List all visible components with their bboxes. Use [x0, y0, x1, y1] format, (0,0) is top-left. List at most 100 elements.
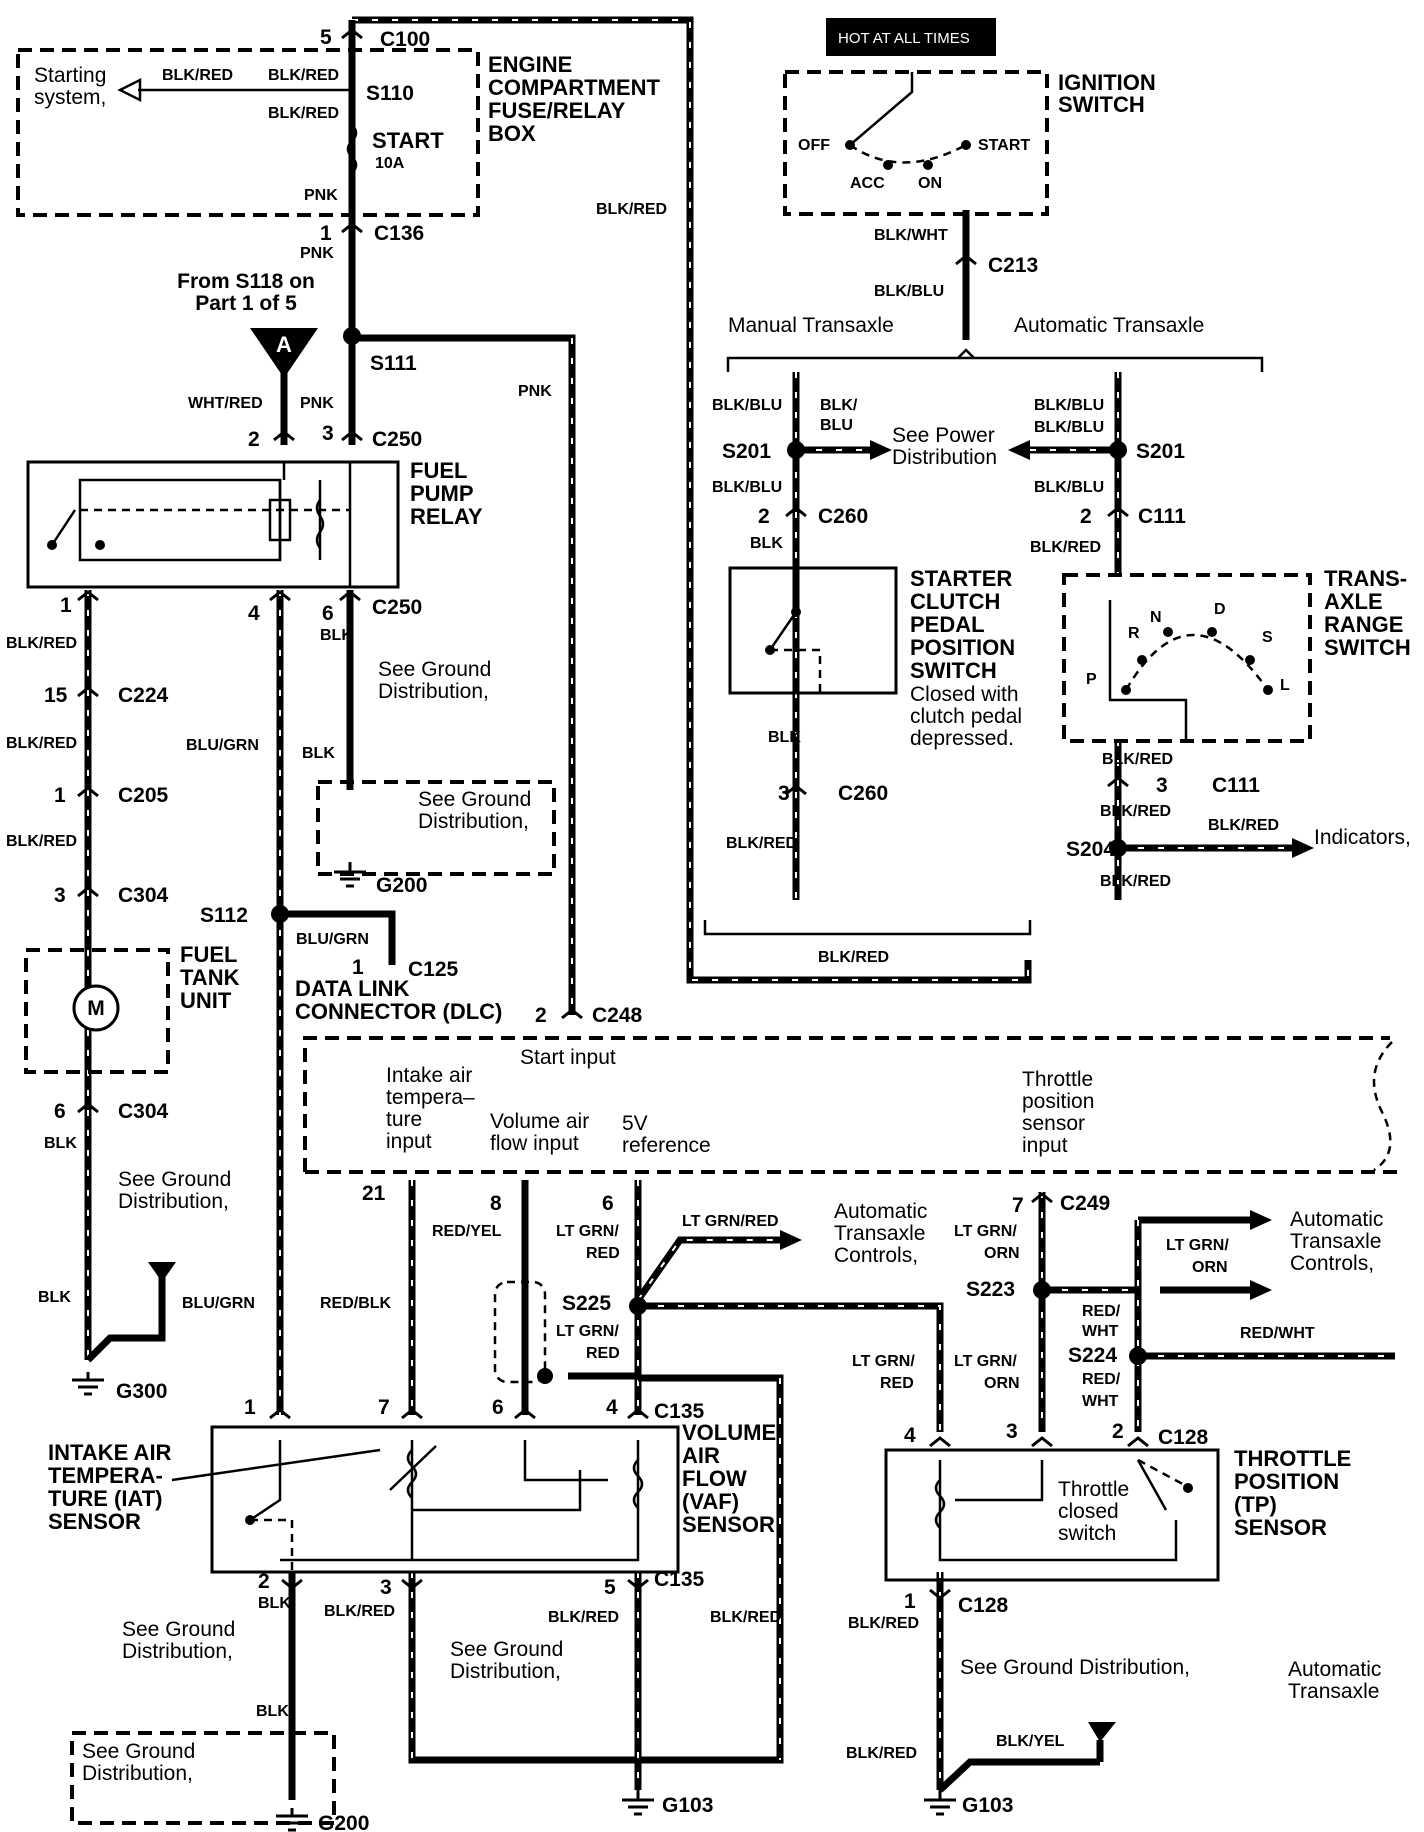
automatic-transaxle-label: Automatic Transaxle: [1014, 314, 1204, 337]
wire-label: BLK/BLU: [712, 397, 782, 414]
boxes: [16, 18, 1400, 1825]
wire-label: BLK/RED: [846, 1745, 917, 1762]
see-ground-4a: See Ground: [122, 1618, 235, 1641]
pin-c135-3: 3: [380, 1576, 392, 1599]
c135-label-top: C135: [654, 1400, 705, 1423]
pin-c111-2: 2: [1080, 505, 1092, 528]
wire-label: RED/: [1082, 1303, 1121, 1320]
reference-a-icon: [250, 328, 318, 378]
starter-clutch-2: CLUTCH: [910, 589, 1000, 614]
starter-clutch-1: STARTER: [910, 566, 1012, 591]
pin-c260-3: 3: [778, 782, 790, 805]
wire-label: PNK: [518, 383, 552, 400]
s112-dot: [271, 905, 289, 923]
g103-label-left: G103: [662, 1794, 713, 1817]
wire-label: BLK/WHT: [874, 227, 948, 244]
tp-sensor-1: THROTTLE: [1234, 1446, 1351, 1471]
g200-label-lower: G200: [318, 1812, 369, 1832]
ground-g300-icon: [72, 1372, 104, 1396]
iat-sensor-3: TURE (IAT): [48, 1486, 162, 1511]
fuel-pump-relay-1: FUEL: [410, 458, 467, 483]
connector-marks: [77, 28, 1149, 1600]
ignition-start-label: START: [978, 137, 1030, 154]
hot-at-all-times-label: HOT AT ALL TIMES: [838, 30, 970, 47]
vaf-sensor-2: AIR: [682, 1443, 720, 1468]
engine-box-title-4: BOX: [488, 121, 536, 146]
s204-dot: [1109, 839, 1127, 857]
pin-c250-1: 1: [60, 594, 72, 617]
wire-label: BLK/RED: [6, 635, 77, 652]
wire-label: RED/WHT: [1240, 1325, 1315, 1342]
pin-c250-2: 2: [248, 428, 260, 451]
pin-ecm-6: 6: [602, 1192, 614, 1215]
wire-label: BLK/RED: [6, 735, 77, 752]
iat-pointer-line: [171, 1448, 381, 1482]
auto-transaxle-bottom-1: Automatic: [1288, 1658, 1381, 1681]
pin-c125: 1: [352, 956, 364, 979]
arrows: [780, 440, 1314, 1300]
range-d: D: [1214, 601, 1226, 618]
trans-range-4: SWITCH: [1324, 635, 1411, 660]
see-power-1: See Power: [892, 424, 995, 447]
ignition-off-label: OFF: [798, 137, 830, 154]
indicators-arrow-icon: [1292, 838, 1314, 858]
wire-label: WHT: [1082, 1323, 1119, 1340]
s223-dot: [1033, 1281, 1051, 1299]
wire-label: BLK/RED: [596, 201, 667, 218]
blk-yel-ground-arrow-icon: [1088, 1722, 1116, 1742]
range-l: L: [1280, 677, 1290, 694]
s110-label: S110: [366, 82, 414, 105]
wire-label: RED: [586, 1345, 620, 1362]
wire-label: BLK/RED: [726, 835, 797, 852]
motor-label: M: [87, 997, 105, 1020]
c304-label-bottom: C304: [118, 1100, 169, 1123]
wire-label: BLK/RED: [268, 105, 339, 122]
ground-g103-right-icon: [924, 1790, 956, 1816]
wire-label: BLK/RED: [1102, 751, 1173, 768]
fuel-tank-unit-2: TANK: [180, 965, 240, 990]
at-controls-left-3: Controls,: [834, 1244, 918, 1267]
wire-label: BLK/RED: [6, 833, 77, 850]
wire-label: BLK/RED: [1208, 817, 1279, 834]
starting-system-1: Starting: [34, 64, 106, 87]
relay-internals: [47, 462, 352, 587]
fuel-tank-unit-3: UNIT: [180, 988, 232, 1013]
s225-label: S225: [562, 1292, 611, 1315]
g200-label-upper: G200: [376, 874, 427, 897]
s224-dot: [1129, 1347, 1147, 1365]
see-power-arrow-icon: [870, 440, 892, 460]
pin-c304-6: 6: [54, 1100, 66, 1123]
ecm-5v-1: 5V: [622, 1112, 648, 1135]
g103-label-right: G103: [962, 1794, 1013, 1817]
s112-label: S112: [200, 904, 248, 927]
trans-range-3: RANGE: [1324, 612, 1403, 637]
fuel-pump-motor-icon: [72, 984, 120, 1032]
range-r: R: [1128, 625, 1140, 642]
starter-clutch-3: PEDAL: [910, 612, 985, 637]
see-ground-2a: See Ground: [418, 788, 531, 811]
range-p: P: [1086, 671, 1097, 688]
wire-label: BLK: [750, 535, 783, 552]
wire-label: BLU/GRN: [182, 1295, 255, 1312]
pin-c128-1: 1: [904, 1590, 916, 1613]
ground-symbols: [72, 862, 956, 1832]
c249-label: C249: [1060, 1192, 1110, 1215]
throttle-closed-2: closed: [1058, 1500, 1119, 1523]
see-ground-1b: Distribution,: [378, 680, 489, 703]
fuel-pump-relay-2: PUMP: [410, 481, 474, 506]
auto-transaxle-bottom-2: Transaxle: [1288, 1680, 1379, 1703]
ecm-tps-2: position: [1022, 1090, 1094, 1113]
wire-label: BLU/GRN: [186, 737, 259, 754]
s223-arrow-icon: [1250, 1280, 1272, 1300]
engine-box-title-2: COMPARTMENT: [488, 75, 660, 100]
pin-c135-6: 6: [492, 1396, 504, 1419]
wire-label: RED: [880, 1375, 914, 1392]
engine-box-title-1: ENGINE: [488, 52, 572, 77]
vaf-sensor-5: SENSOR: [682, 1512, 775, 1537]
wire-label: BLK/BLU: [1034, 397, 1104, 414]
starting-system-2: system,: [34, 86, 106, 109]
wire-label: BLK/RED: [324, 1603, 395, 1620]
tp-sensor-2: POSITION: [1234, 1469, 1339, 1494]
see-ground-6a: See Ground: [82, 1740, 195, 1763]
